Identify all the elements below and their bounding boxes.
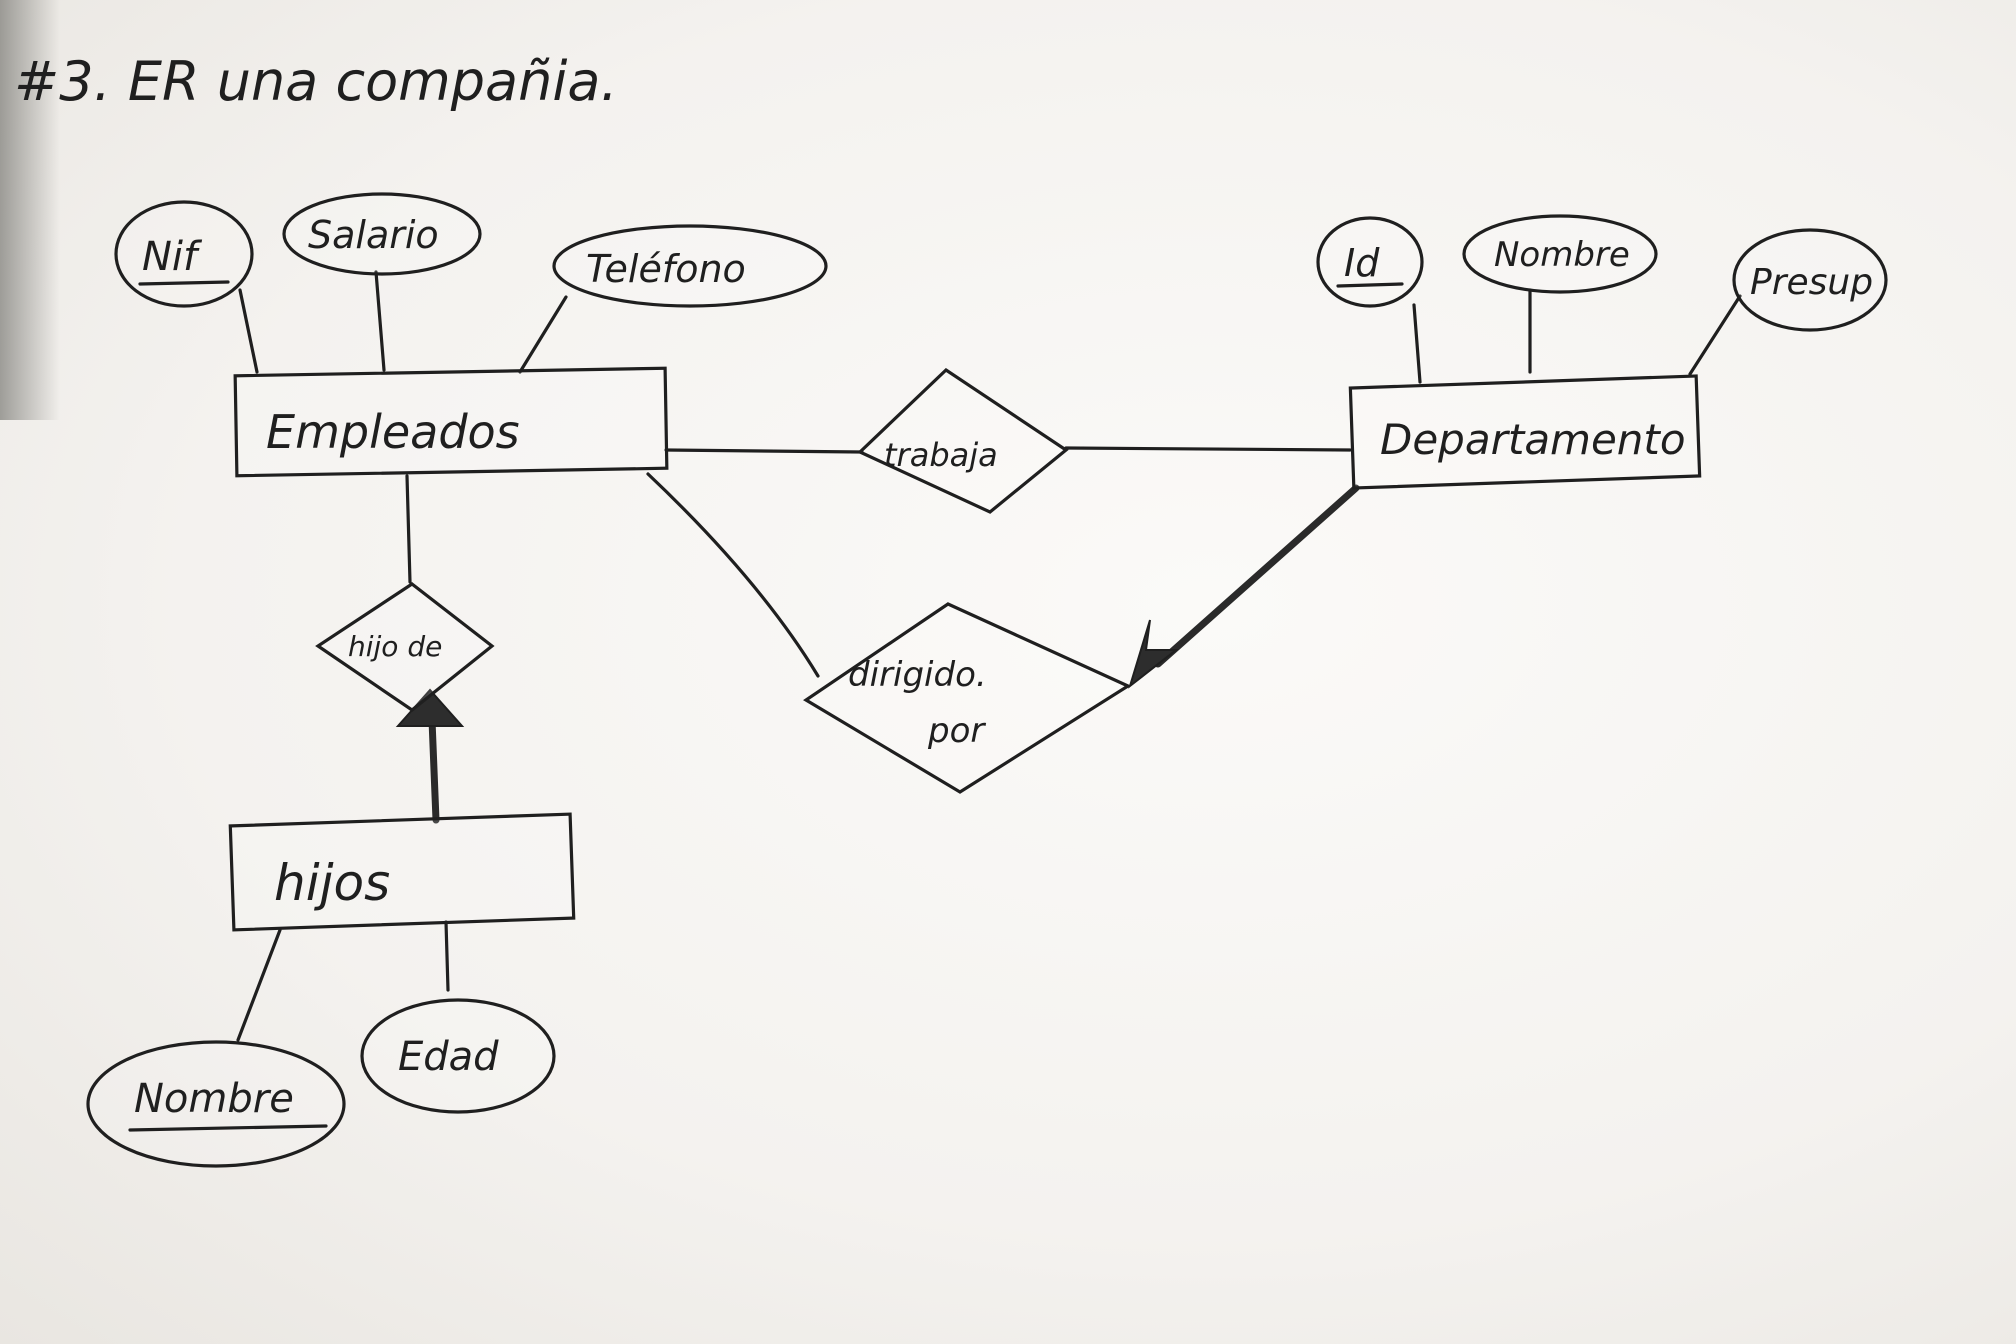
- attribute-salario-label: Salario: [308, 213, 439, 257]
- attribute-nombre-dep-label: Nombre: [1494, 235, 1630, 275]
- arrow-hijos-hijode: [428, 716, 440, 824]
- relationship-dirigido-label-line1: dirigido.: [848, 655, 987, 695]
- entity-empleados-box: [233, 366, 669, 478]
- edge-empleados-dirigido: [646, 472, 820, 678]
- entity-departamento-label: Departamento: [1380, 415, 1686, 464]
- edge-nif-empleados: [238, 288, 259, 374]
- attribute-nif-key-underline: [138, 280, 230, 286]
- entity-hijos-label: hijos: [274, 854, 390, 912]
- entity-departamento-box: [1348, 374, 1702, 490]
- attribute-nombre-hijo-key-underline: [128, 1124, 328, 1132]
- attribute-nif-label: Nif: [142, 234, 203, 280]
- attribute-nombre-hijo-label: Nombre: [134, 1076, 294, 1122]
- attribute-edad-ellipse: [360, 998, 556, 1114]
- relationship-trabaja-diamond: [857, 367, 1069, 514]
- edge-empleados-hijode: [405, 474, 412, 584]
- attribute-presup-ellipse: [1732, 228, 1888, 332]
- attribute-nombre-hijo-ellipse: [86, 1040, 346, 1168]
- edge-id-departamento: [1412, 303, 1422, 384]
- attribute-salario-ellipse: [282, 192, 482, 276]
- edge-trabaja-departamento: [1064, 446, 1352, 452]
- attribute-telefono-label: Teléfono: [586, 247, 746, 291]
- relationship-dirigido-label-line2: por: [927, 711, 986, 751]
- relationship-hijode-label: hijo de: [348, 630, 442, 663]
- arrow-departamento-dirigido: [1154, 484, 1360, 668]
- edge-hijos-nombre: [236, 928, 282, 1042]
- arrowhead-dirigido: [1128, 619, 1179, 689]
- attribute-nombre-dep-ellipse: [1462, 214, 1658, 294]
- edge-salario-empleados: [374, 270, 386, 372]
- attribute-id-key-underline: [1336, 282, 1404, 288]
- edge-hijos-edad: [444, 920, 450, 992]
- attribute-presup-label: Presup: [1750, 262, 1873, 303]
- attribute-id-label: Id: [1344, 241, 1380, 285]
- attribute-telefono-ellipse: [552, 224, 828, 308]
- edge-telefono-empleados: [518, 295, 568, 374]
- edge-empleados-trabaja: [664, 448, 864, 454]
- diagram-title: #3. ER una compañia.: [14, 50, 618, 113]
- edge-presup-departamento: [1688, 294, 1742, 376]
- relationship-hijode-diamond: [315, 582, 495, 712]
- relationship-dirigido-diamond: [803, 602, 1132, 794]
- attribute-nif-ellipse: [114, 200, 254, 308]
- attribute-edad-label: Edad: [398, 1034, 499, 1080]
- entity-empleados-label: Empleados: [266, 405, 520, 459]
- entity-hijos-box: [228, 812, 576, 932]
- relationship-trabaja-label: trabaja: [884, 436, 998, 474]
